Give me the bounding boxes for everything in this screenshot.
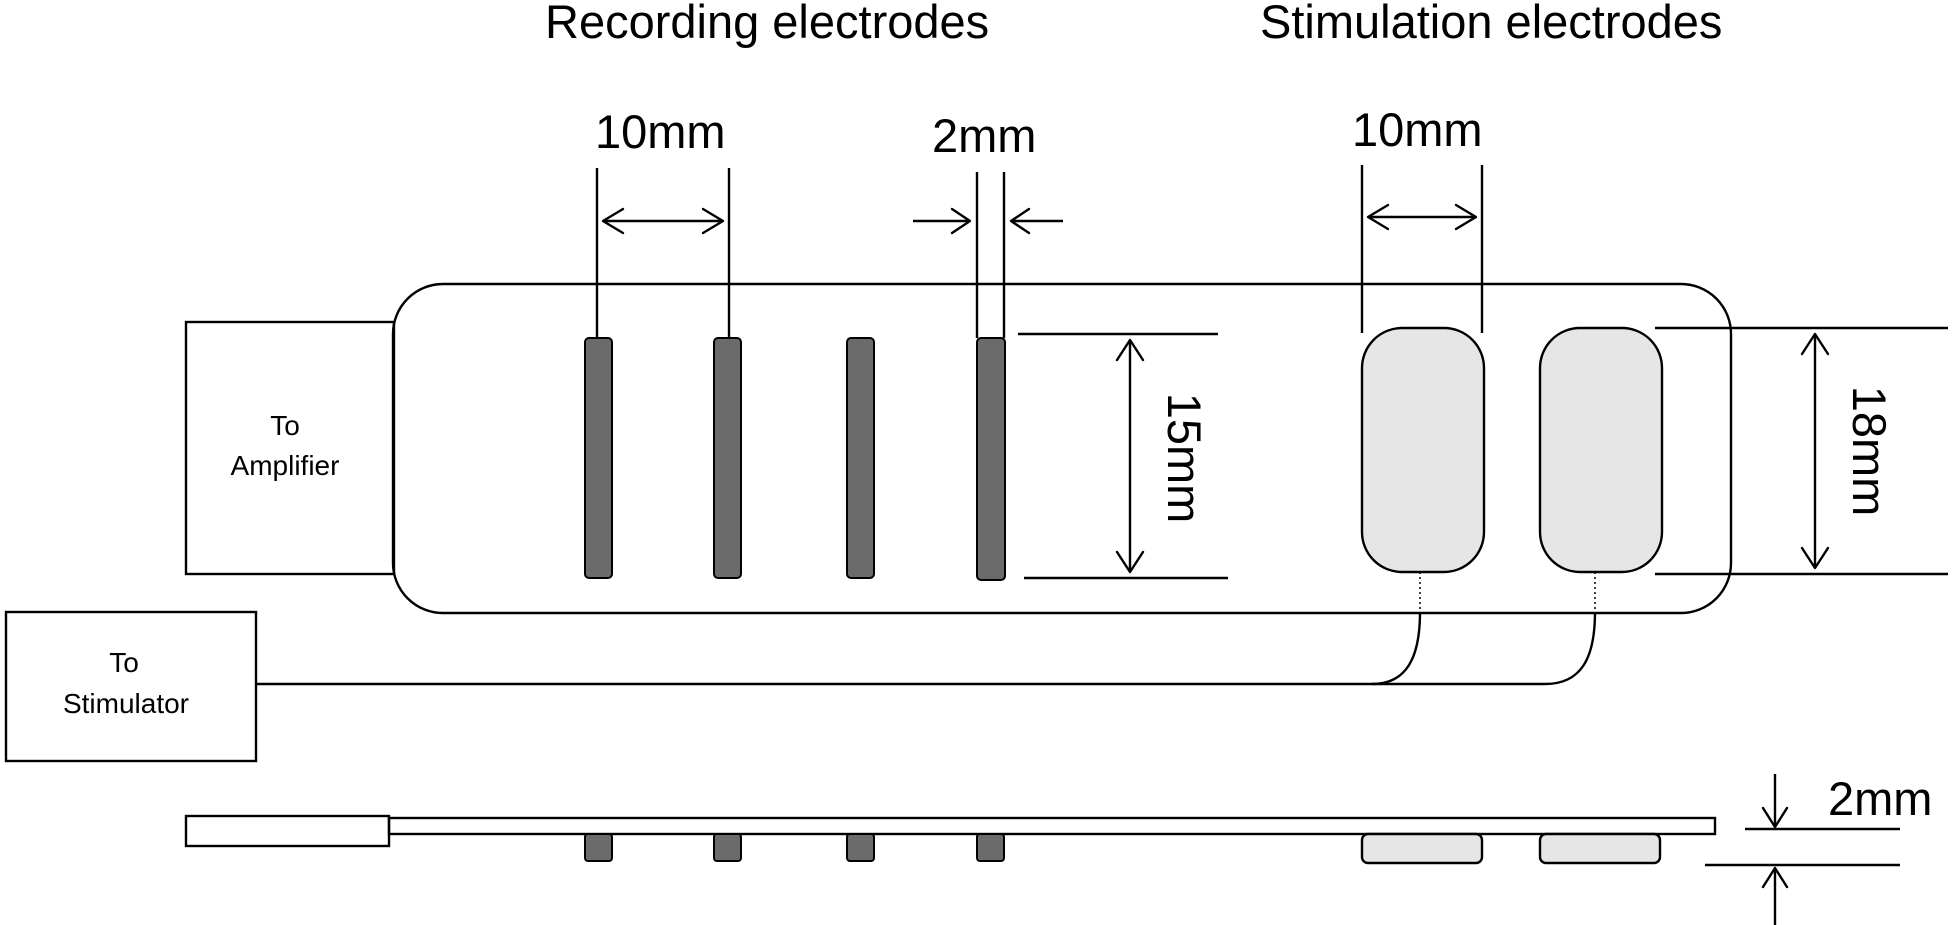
amplifier-box: [184, 320, 396, 576]
recording-width-label: 2mm: [932, 109, 1036, 162]
amplifier-label-line2: Amplifier: [231, 450, 340, 481]
amplifier-label-line1: To: [270, 410, 300, 441]
recording-electrode-2: [713, 337, 742, 579]
thickness-label: 2mm: [1828, 772, 1932, 825]
side-recording-electrode-2: [713, 833, 742, 862]
stimulation-electrode-2: [1538, 326, 1664, 574]
stimulator-label-line2: Stimulator: [63, 688, 189, 719]
recording-electrode-4: [976, 337, 1006, 581]
stimulator-connector: To Stimulator: [4, 610, 258, 763]
arrow-down-icon: [1115, 550, 1145, 574]
arrow-down-icon: [1761, 806, 1789, 829]
stimulation-electrode-1: [1360, 326, 1486, 574]
side-stimulation-electrode-2: [1538, 832, 1662, 865]
stimulation-spacing-label: 10mm: [1352, 103, 1483, 156]
stimulator-box: [4, 610, 258, 763]
recording-electrodes: [584, 337, 1006, 581]
recording-spacing-label: 10mm: [595, 105, 726, 158]
arrow-down-icon: [1800, 546, 1830, 570]
arrow-up-icon: [1800, 332, 1830, 356]
arrow-right-icon: [1454, 203, 1478, 231]
recording-width-dimension: 2mm: [913, 109, 1063, 338]
arrow-left-icon: [1009, 207, 1031, 235]
lead-wire-2: [1544, 611, 1597, 686]
stimulation-electrodes: [1360, 326, 1664, 574]
side-stimulation-electrode-1: [1360, 832, 1484, 865]
stimulation-length-label: 18mm: [1843, 386, 1896, 517]
recording-electrode-1: [584, 337, 613, 579]
stimulator-label-line1: To: [109, 647, 139, 678]
recording-length-dimension: 15mm: [1018, 332, 1228, 580]
side-view-connector: [184, 814, 391, 848]
lead-wire-1: [1371, 611, 1422, 686]
thickness-dimension: 2mm: [1705, 772, 1932, 925]
recording-spacing-dimension: 10mm: [595, 105, 731, 338]
arrow-up-icon: [1761, 866, 1789, 889]
side-recording-electrode-4: [976, 833, 1005, 862]
arrow-right-icon: [701, 207, 725, 235]
stimulation-electrodes-title: Stimulation electrodes: [1260, 0, 1722, 48]
side-recording-electrode-1: [584, 833, 613, 862]
arrow-left-icon: [1366, 203, 1390, 231]
recording-electrode-3: [846, 337, 875, 579]
arrow-up-icon: [1115, 338, 1145, 362]
arrow-right-icon: [950, 207, 972, 235]
recording-length-label: 15mm: [1158, 393, 1211, 524]
side-recording-electrode-3: [846, 833, 875, 862]
stimulator-wiring: [256, 572, 1597, 686]
stimulation-length-dimension: 18mm: [1655, 326, 1948, 576]
recording-electrodes-title: Recording electrodes: [545, 0, 989, 48]
side-view: [184, 814, 1717, 865]
stimulation-spacing-dimension: 10mm: [1352, 103, 1484, 333]
electrode-strip-body: [391, 282, 1733, 615]
side-view-strip: [387, 816, 1717, 836]
amplifier-connector: To Amplifier: [184, 320, 396, 576]
arrow-left-icon: [601, 207, 625, 235]
